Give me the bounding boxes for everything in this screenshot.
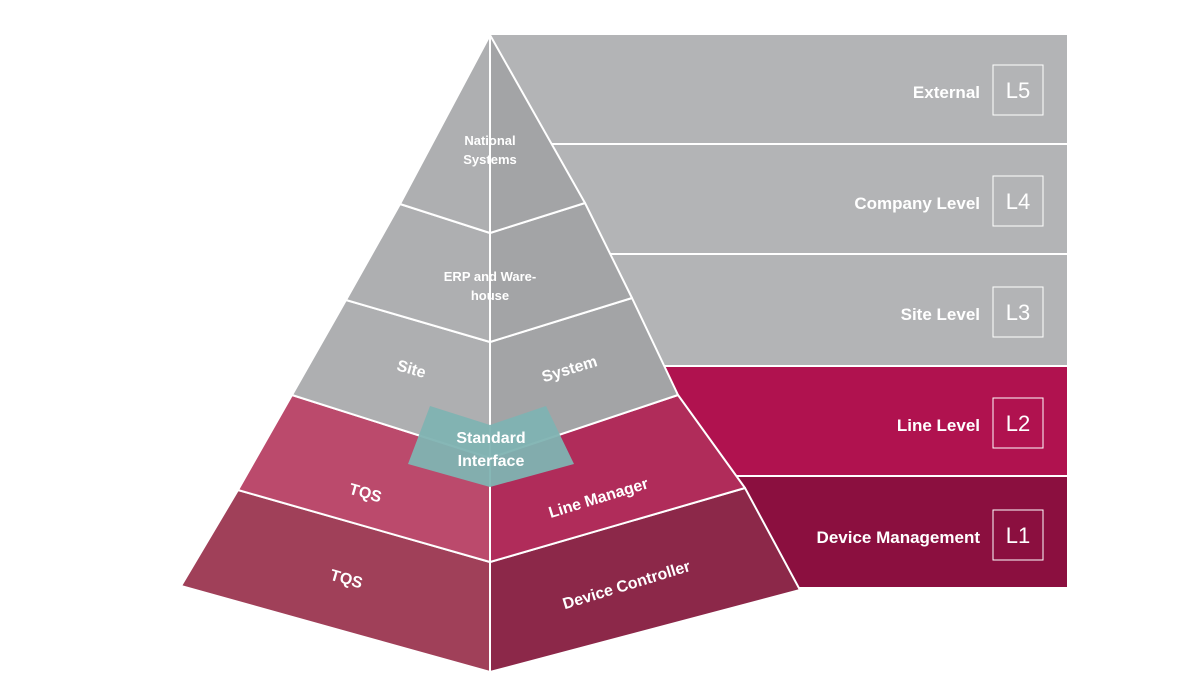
pyramid <box>180 34 801 673</box>
national-right-face <box>489 34 586 234</box>
level-name-l4: Company Level <box>854 194 980 213</box>
level-code-l5: L5 <box>1006 78 1030 103</box>
standard-interface-line2: Interface <box>458 453 525 470</box>
level-name-l3: Site Level <box>901 305 980 324</box>
level-code-box-l1 <box>992 509 1044 561</box>
level-code-box-l5 <box>992 64 1044 116</box>
level-name-l1: Device Management <box>817 528 981 547</box>
band-l5 <box>490 35 1067 143</box>
standard-interface-shape <box>408 406 574 487</box>
level-code-l2: L2 <box>1006 411 1030 436</box>
level-code-box-l3 <box>992 286 1044 338</box>
level-name-l5: External <box>913 83 980 102</box>
national-systems-line1: National <box>464 133 515 148</box>
pyramid-tier-national <box>399 34 586 234</box>
level-name-l2: Line Level <box>897 416 980 435</box>
level-code-l3: L3 <box>1006 300 1030 325</box>
erp-warehouse-line1: ERP and Ware- <box>444 269 536 284</box>
level-code-box-l4 <box>992 175 1044 227</box>
level-labels: External L5 Company Level L4 Site Level … <box>817 64 1044 561</box>
national-systems-line2: Systems <box>463 152 516 167</box>
standard-interface-line1: Standard <box>456 430 525 447</box>
erp-warehouse-line2: house <box>471 288 509 303</box>
level-code-box-l2 <box>992 397 1044 449</box>
level-code-l4: L4 <box>1006 189 1030 214</box>
level-code-l1: L1 <box>1006 523 1030 548</box>
